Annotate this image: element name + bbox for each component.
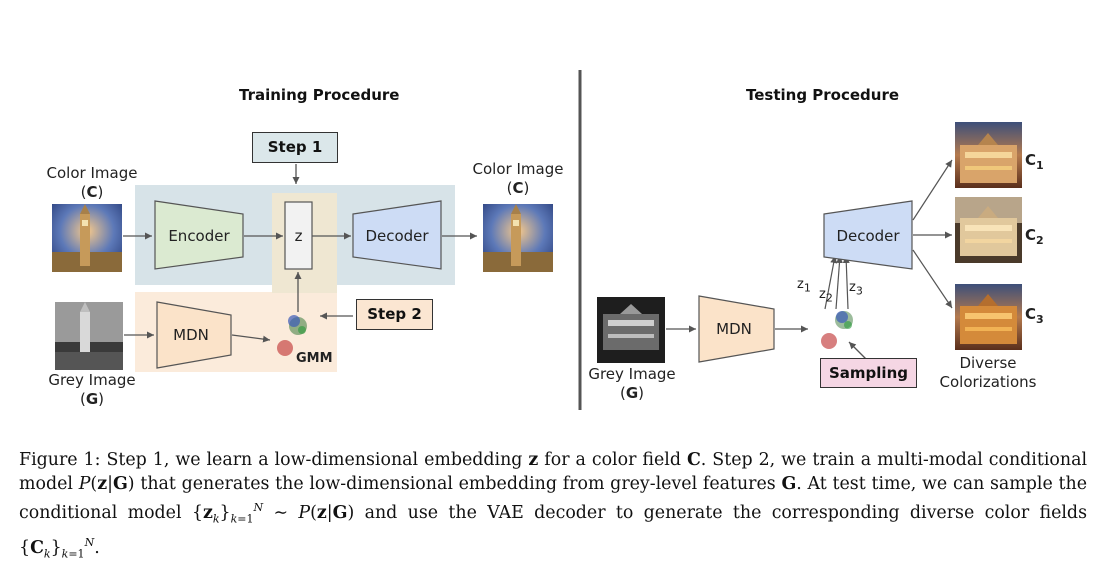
figure-caption: Figure 1: Step 1, we learn a low-dimensi… — [19, 450, 1088, 561]
color-image-label: Color Image (C) — [46, 164, 138, 201]
decoder-label: Decoder — [365, 227, 429, 245]
grey-image-testing — [597, 297, 665, 363]
test-mdn-label: MDN — [716, 320, 752, 338]
color-image-output — [483, 204, 553, 272]
gmm-blobs — [277, 315, 307, 356]
decoder-testing-shape — [823, 200, 913, 270]
training-title: Training Procedure — [239, 86, 400, 104]
colorization-1 — [955, 122, 1022, 188]
colorization-2 — [955, 197, 1022, 263]
sampling-box: Sampling — [820, 358, 917, 388]
encoder-label: Encoder — [168, 227, 230, 245]
z1-label: z1 — [797, 277, 811, 295]
grey-image-training — [55, 302, 123, 370]
mdn-training-shape — [156, 301, 232, 369]
mdn-label: MDN — [173, 326, 209, 344]
testing-title: Testing Procedure — [746, 86, 900, 104]
test-gmm-blobs — [821, 311, 853, 349]
mdn-testing-shape — [698, 295, 775, 363]
decoder-shape — [352, 200, 442, 270]
test-grey-image-label: Grey Image (G) — [588, 365, 676, 402]
z-box — [284, 201, 313, 270]
c1-label: C1 — [1025, 151, 1044, 172]
grey-image-label: Grey Image (G) — [48, 371, 136, 408]
z2-label: z2 — [819, 287, 833, 305]
color-image-input — [52, 204, 122, 272]
z3-label: z3 — [849, 280, 863, 298]
color-image-output-label: Color Image (C) — [472, 160, 564, 197]
c2-label: C2 — [1025, 226, 1044, 247]
step1-box: Step 1 — [252, 132, 338, 163]
test-decoder-label: Decoder — [836, 227, 900, 245]
gmm-label: GMM — [296, 351, 333, 366]
step2-box: Step 2 — [356, 299, 433, 330]
colorization-3 — [955, 284, 1022, 350]
z-label: z — [294, 227, 303, 245]
diverse-colorizations-label: Diverse Colorizations — [939, 354, 1037, 391]
encoder-shape — [154, 200, 244, 270]
c3-label: C3 — [1025, 305, 1044, 326]
diagram-canvas — [52, 70, 1022, 410]
